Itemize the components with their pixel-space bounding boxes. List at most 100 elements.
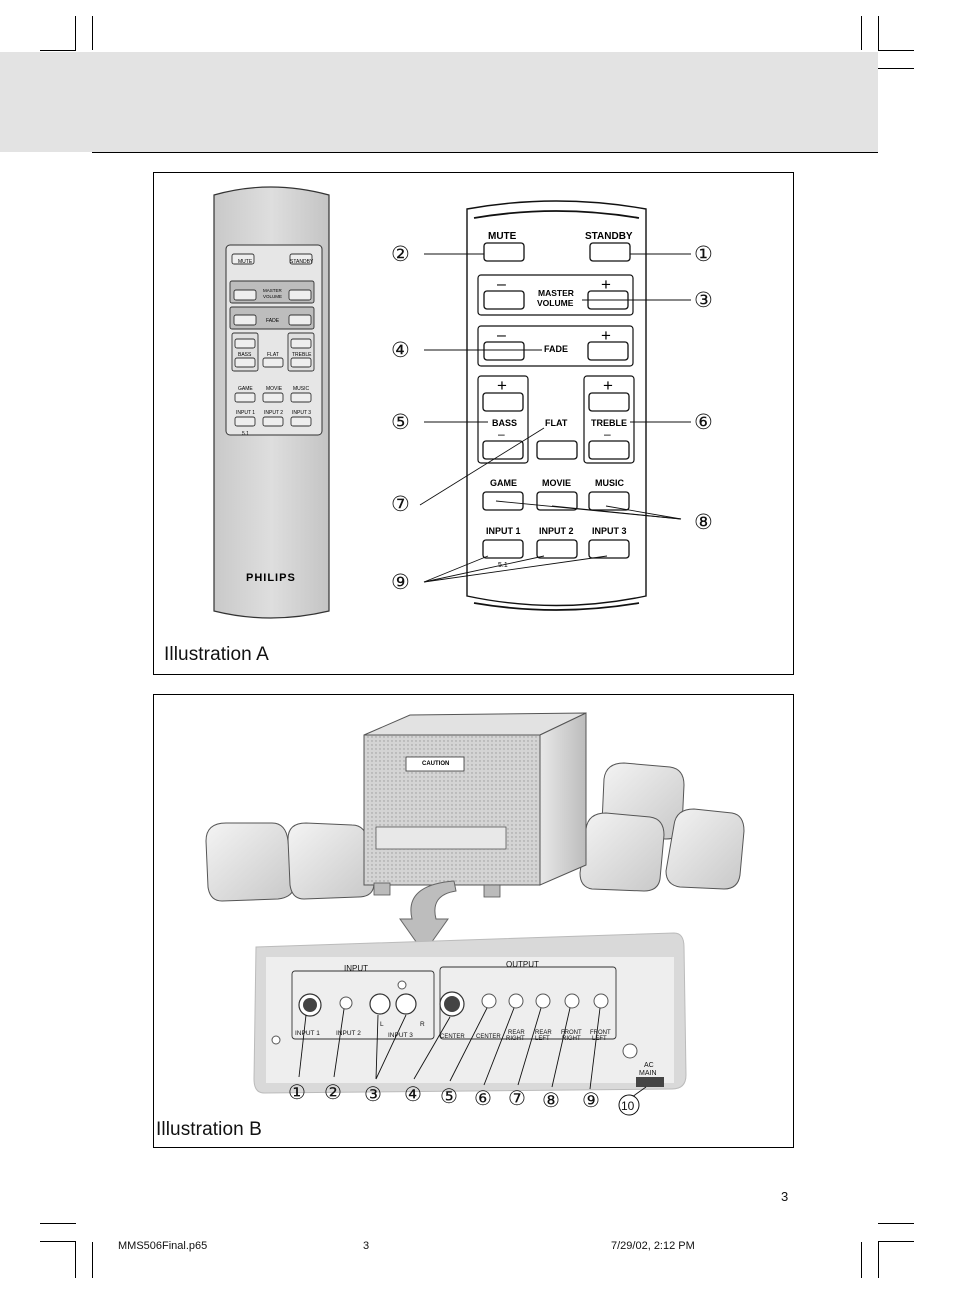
input-title: INPUT (344, 964, 368, 973)
rear-right-label-2: RIGHT (506, 1036, 525, 1042)
input2-button[interactable] (536, 539, 578, 559)
center-din-jack (439, 991, 465, 1017)
panel-callout-1: ① (288, 1082, 306, 1104)
front-left-jack (593, 993, 609, 1009)
ac-label: AC (644, 1062, 654, 1069)
callout-8: ⑧ (694, 511, 713, 534)
fade-minus-button[interactable] (483, 341, 525, 361)
callout-1: ① (694, 243, 713, 266)
callout-3: ③ (694, 289, 713, 312)
minus-sign: – (604, 427, 611, 441)
panel-callout-8: ⑧ (542, 1090, 560, 1112)
leader-lines (419, 253, 691, 583)
music-button[interactable] (588, 491, 630, 511)
plus-sign: + (601, 275, 611, 294)
treble-label: TREBLE (591, 418, 627, 428)
center-din-label: CENTER (440, 1034, 465, 1040)
flat-label: FLAT (545, 418, 568, 428)
rear-right-jack (508, 993, 524, 1009)
panel-callout-10-ring (618, 1094, 640, 1116)
standby-label: STANDBY (585, 231, 633, 242)
bass-plus-button[interactable] (482, 392, 524, 412)
callout-5: ⑤ (391, 411, 410, 434)
small-master-label: MASTER (263, 288, 283, 293)
input1-label: INPUT 1 (486, 526, 521, 536)
crop-mark (75, 1242, 76, 1278)
philips-logo: PHILIPS (246, 572, 296, 584)
satellite-speaker-left (205, 822, 295, 902)
minus-sign: – (497, 327, 506, 344)
rear-left-label-1: REAR (535, 1030, 552, 1036)
center-label: CENTER (476, 1034, 501, 1040)
mute-button[interactable] (483, 242, 525, 262)
input2-label: INPUT 2 (539, 526, 574, 536)
rear-left-jack (535, 993, 551, 1009)
callout-4: ④ (391, 339, 410, 362)
subwoofer: CAUTION (363, 712, 587, 898)
main-label: MAIN (639, 1070, 657, 1077)
input1-button[interactable] (482, 539, 524, 559)
crop-mark (861, 1242, 862, 1278)
satellite-speaker-left-2 (287, 822, 375, 900)
minus-sign: – (497, 276, 506, 293)
crop-mark (92, 1242, 93, 1278)
rear-left-label-2: LEFT (535, 1036, 550, 1042)
panel-callout-6: ⑥ (474, 1088, 492, 1110)
treble-minus-button[interactable] (588, 440, 630, 460)
fade-label: FADE (544, 344, 568, 354)
output-title: OUTPUT (506, 960, 539, 969)
illustration-b-drawing: CAUTION (205, 712, 745, 1116)
input2-panel-label: INPUT 2 (336, 1030, 361, 1037)
panel-callout-2: ② (324, 1082, 342, 1104)
input2-jack (339, 996, 353, 1010)
treble-plus-button[interactable] (588, 392, 630, 412)
crop-mark (878, 1241, 914, 1242)
footer-page: 3 (363, 1240, 370, 1252)
rear-right-label-1: REAR (508, 1030, 525, 1036)
fade-plus-button[interactable] (587, 341, 629, 361)
game-button[interactable] (482, 491, 524, 511)
crop-mark (878, 1242, 879, 1278)
minus-sign: – (498, 427, 505, 441)
small-input3-label: INPUT 3 (292, 410, 311, 416)
panel-callout-9: ⑨ (582, 1090, 600, 1112)
caution-label: CAUTION (422, 761, 449, 767)
small-input2-label: INPUT 2 (264, 410, 283, 416)
mute-label: MUTE (488, 231, 517, 242)
crop-mark (878, 16, 879, 50)
crop-mark (40, 50, 76, 51)
input3-button[interactable] (588, 539, 630, 559)
small-treble-label: TREBLE (292, 352, 312, 358)
illustration-a-drawing: MUTE STANDBY MASTER VOLUME FADE BASS FLA… (213, 186, 713, 619)
bass-minus-button[interactable] (482, 440, 524, 460)
small-mute-label: MUTE (238, 259, 253, 265)
callout-7: ⑦ (391, 493, 410, 516)
standby-button[interactable] (589, 242, 631, 262)
panel-callout-10: 10 (621, 1099, 635, 1113)
crop-mark (878, 1223, 914, 1224)
l-label: L (380, 1021, 384, 1028)
flat-button[interactable] (536, 440, 578, 460)
master-volume-minus-button[interactable] (483, 290, 525, 310)
crop-mark (40, 1223, 76, 1224)
small-five-one-label: 5.1 (242, 431, 249, 437)
crop-mark (92, 16, 93, 50)
front-right-jack (564, 993, 580, 1009)
center-jack (481, 993, 497, 1009)
callout-9: ⑨ (391, 571, 410, 594)
callout-2: ② (391, 243, 410, 266)
small-music-label: MUSIC (293, 386, 310, 392)
r-label: R (420, 1021, 425, 1028)
small-movie-label: MOVIE (266, 386, 283, 392)
crop-mark (861, 16, 862, 50)
input3-left-jack (369, 993, 391, 1015)
input1-din-jack (298, 993, 322, 1017)
small-remote: MUTE STANDBY MASTER VOLUME FADE BASS FLA… (213, 186, 330, 619)
crop-mark (75, 16, 76, 50)
footer-filename: MMS506Final.p65 (118, 1240, 208, 1252)
small-standby-label: STANDBY (290, 259, 314, 265)
game-label: GAME (490, 478, 517, 488)
small-fade-label: FADE (266, 318, 280, 324)
small-game-label: GAME (238, 386, 253, 392)
movie-button[interactable] (536, 491, 578, 511)
